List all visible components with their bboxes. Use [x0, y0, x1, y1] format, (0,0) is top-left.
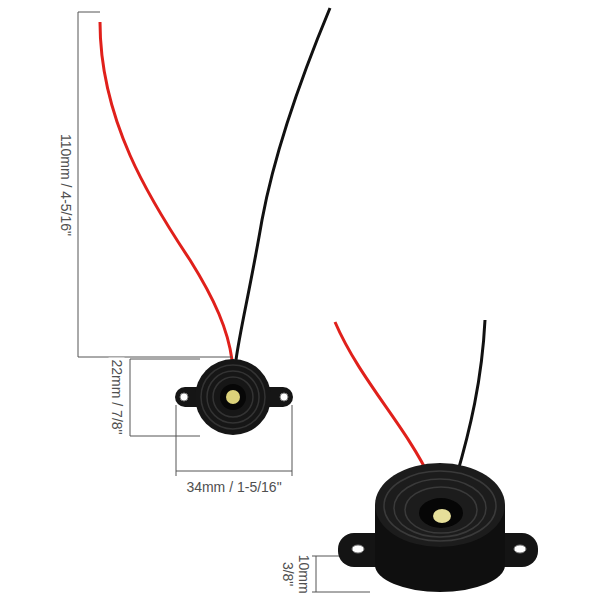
- black-wire: [236, 8, 330, 360]
- buzzer-perspective-view: [338, 463, 538, 592]
- dimension-label: 34mm / 1-5/16": [184, 479, 283, 495]
- red-wire: [335, 322, 430, 478]
- dimension-label: 10mm 3/8": [279, 553, 311, 596]
- dimension-label: 110mm / 4-5/16": [58, 132, 74, 238]
- black-wire: [456, 320, 485, 478]
- red-wire: [100, 22, 232, 360]
- buzzer-top-view: [175, 359, 293, 435]
- dimension-lines: [78, 12, 370, 592]
- dimension-label: 22mm / 7/8": [108, 358, 124, 437]
